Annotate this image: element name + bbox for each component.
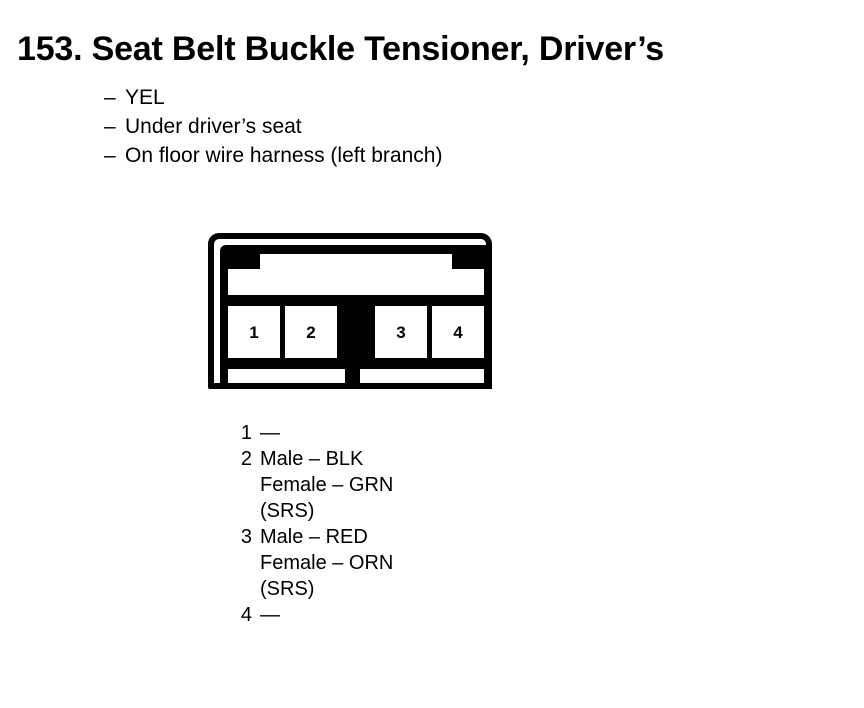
pin-row-3: 3 Male – RED Female – ORN (SRS): [228, 524, 394, 602]
base-recess-left: [228, 369, 345, 383]
cavity-4: 4: [432, 306, 484, 358]
list-item-label: YEL: [125, 86, 165, 109]
list-item: – Under driver’s seat: [104, 112, 442, 141]
cavity-1: 1: [228, 306, 280, 358]
pin-legend: 1 — 2 Male – BLK Female – GRN (SRS) 3 Ma…: [228, 420, 394, 628]
cavity-3-label: 3: [396, 322, 406, 342]
top-latch-band-recess: [228, 269, 484, 295]
pin-number-3: 3: [240, 526, 252, 548]
pin-description-2: Male – BLK Female – GRN (SRS): [260, 446, 393, 524]
pin-description-line: (SRS): [260, 500, 315, 522]
pin-number-1: 1: [240, 422, 252, 444]
dash-icon: –: [104, 86, 116, 109]
pin-row-2: 2 Male – BLK Female – GRN (SRS): [228, 446, 394, 524]
pin-description-line: Female – ORN: [260, 552, 394, 574]
pin-description-line: Male – BLK: [260, 448, 364, 470]
spec-bullet-list: – YEL – Under driver’s seat – On floor w…: [104, 83, 442, 170]
connector-top-latch: [220, 245, 492, 301]
cavity-1-label: 1: [249, 322, 259, 342]
connector-diagram: 1 2 3 4: [208, 233, 492, 389]
pin-description-line: —: [260, 422, 280, 444]
cavity-2-label: 2: [306, 322, 316, 342]
dash-icon: –: [104, 115, 116, 138]
pin-description-line: Male – RED: [260, 526, 368, 548]
list-item-label: On floor wire harness (left branch): [125, 144, 443, 167]
page-title: 153. Seat Belt Buckle Tensioner, Driver’…: [17, 30, 664, 68]
pin-description-line: Female – GRN: [260, 474, 394, 496]
center-divider-tab: [350, 344, 358, 378]
cavity-3: 3: [375, 306, 427, 358]
pin-description-line: —: [260, 604, 280, 626]
pin-description-4: —: [260, 602, 280, 628]
cavity-4-label: 4: [453, 322, 463, 342]
base-recess-right: [360, 369, 484, 383]
pin-row-1: 1 —: [228, 420, 393, 446]
cavity-2: 2: [285, 306, 337, 358]
pin-number-4: 4: [240, 604, 252, 626]
list-item-label: Under driver’s seat: [125, 115, 302, 138]
dash-icon: –: [104, 144, 116, 167]
pin-description-1: —: [260, 420, 280, 446]
pin-description-line: (SRS): [260, 578, 315, 600]
pin-description-3: Male – RED Female – ORN (SRS): [260, 524, 393, 602]
list-item: – YEL: [104, 83, 442, 112]
pin-row-4: 4 —: [228, 602, 393, 628]
cavity-row: 1 2 3 4: [220, 301, 492, 363]
pin-number-2: 2: [240, 448, 252, 470]
list-item: – On floor wire harness (left branch): [104, 141, 442, 170]
connector-shell: 1 2 3 4: [208, 233, 492, 389]
